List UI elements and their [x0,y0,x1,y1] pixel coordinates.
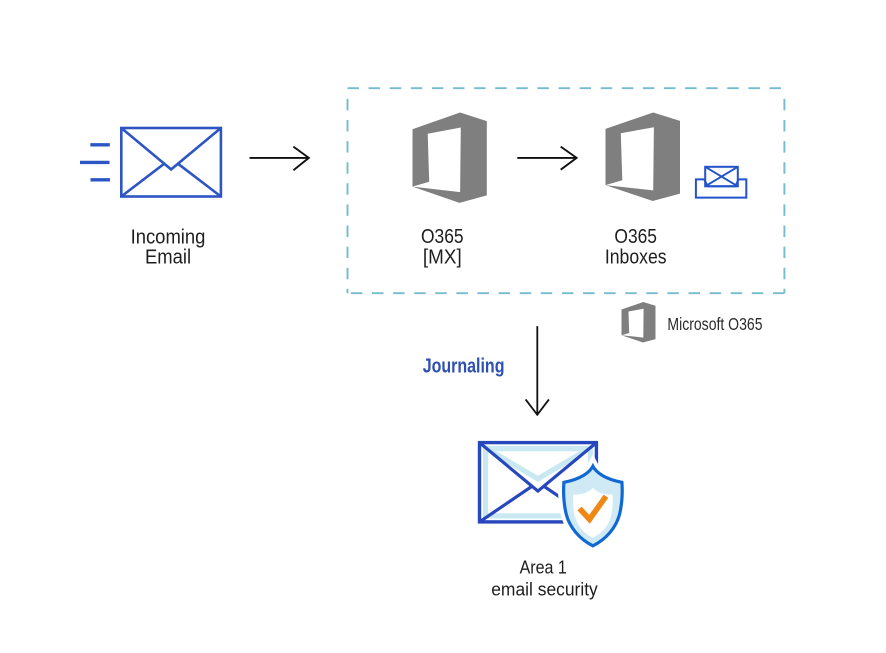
svg-text:Inboxes: Inboxes [605,246,667,269]
svg-text:Journaling: Journaling [423,355,505,377]
svg-text:Area 1: Area 1 [520,556,567,577]
svg-text:Email: Email [145,245,191,268]
svg-text:O365: O365 [421,226,464,249]
svg-text:email security: email security [491,579,598,600]
svg-text:O365: O365 [614,226,657,249]
svg-text:[MX]: [MX] [423,246,462,269]
svg-text:Incoming: Incoming [131,226,206,249]
svg-text:Microsoft O365: Microsoft O365 [667,315,762,335]
